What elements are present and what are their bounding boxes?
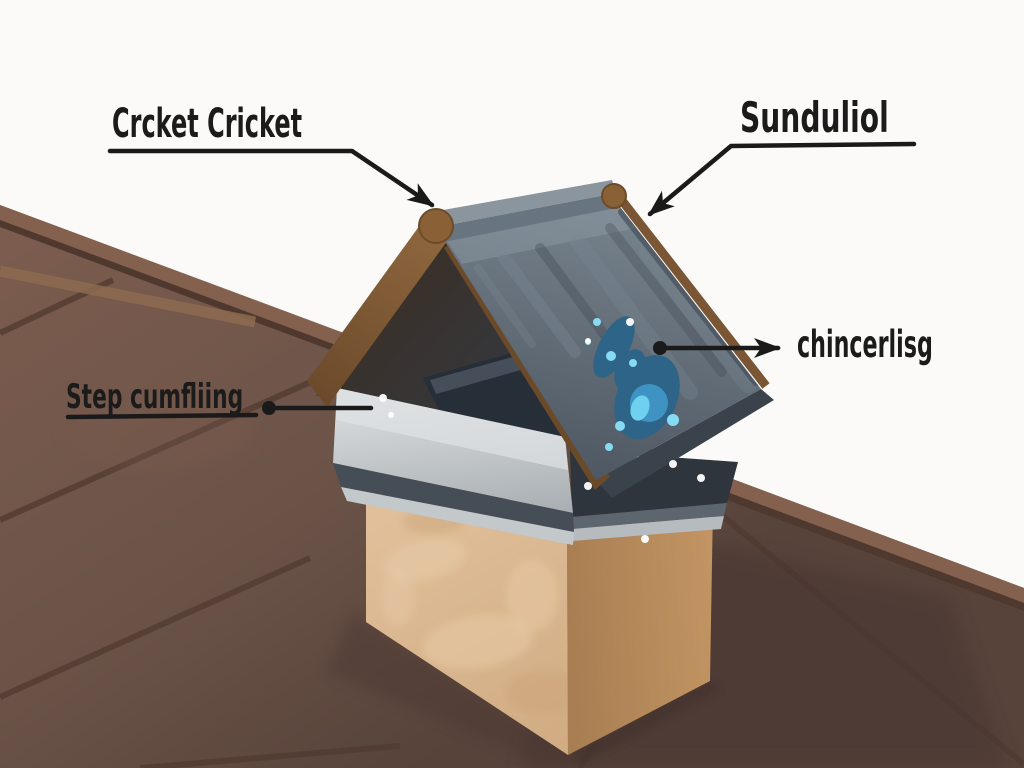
slate-ridge-wash: [445, 204, 636, 264]
roof-fascia-left: [0, 205, 368, 357]
ridge-far-slope-sliver: [432, 180, 616, 227]
slate-right-edge-trim: [616, 195, 770, 389]
flashing-front-dark-band: [333, 463, 574, 532]
rain-dots-flashing: [379, 394, 705, 543]
water-splash-glint: [630, 395, 650, 421]
ridge-cap-end-right: [601, 183, 627, 209]
cricket-left-beam: [307, 214, 448, 407]
roof-ridge-board: [0, 265, 257, 328]
label-cricket: Crcket Cricket: [112, 101, 303, 147]
label-ridge: Sunduliol: [740, 93, 889, 142]
ridge-cap-strip: [437, 193, 621, 242]
slate-detail: [445, 204, 760, 480]
flashing-right-mid-band: [572, 503, 727, 529]
leader-dot-roof-panel: [653, 341, 667, 355]
flashing-right-light-strip: [572, 516, 724, 541]
roof-fascia-right: [727, 477, 1024, 603]
chimney-right-face: [567, 505, 713, 755]
leader-dot-step-flashing: [262, 401, 276, 415]
annotation-lines: [65, 141, 917, 420]
label-step-flashing: Step cumfliing: [66, 377, 244, 417]
leader-ridge: [647, 141, 917, 217]
roof-fascia-left-shadowline: [0, 220, 368, 364]
water-splash: [585, 316, 680, 480]
leader-cricket: [107, 148, 435, 208]
label-roof-panel: chincerlisg: [797, 323, 933, 366]
cricket: [307, 180, 774, 545]
cricket-eave-layer: [596, 389, 774, 498]
chimney-base-shadow: [326, 612, 570, 768]
roof-fascia-right-shadowline: [727, 492, 1024, 611]
roof-texture-blotch: [65, 388, 255, 472]
chimney-brick-mottling: [382, 510, 568, 714]
chimney-underside-shadow: [571, 678, 719, 765]
underline-step-flashing: [65, 412, 259, 420]
step-flashing-highlight: [336, 388, 568, 470]
chimney: [366, 493, 713, 755]
ridge-cap-end-left: [418, 208, 454, 244]
flashing-front-light-strip: [341, 487, 574, 545]
